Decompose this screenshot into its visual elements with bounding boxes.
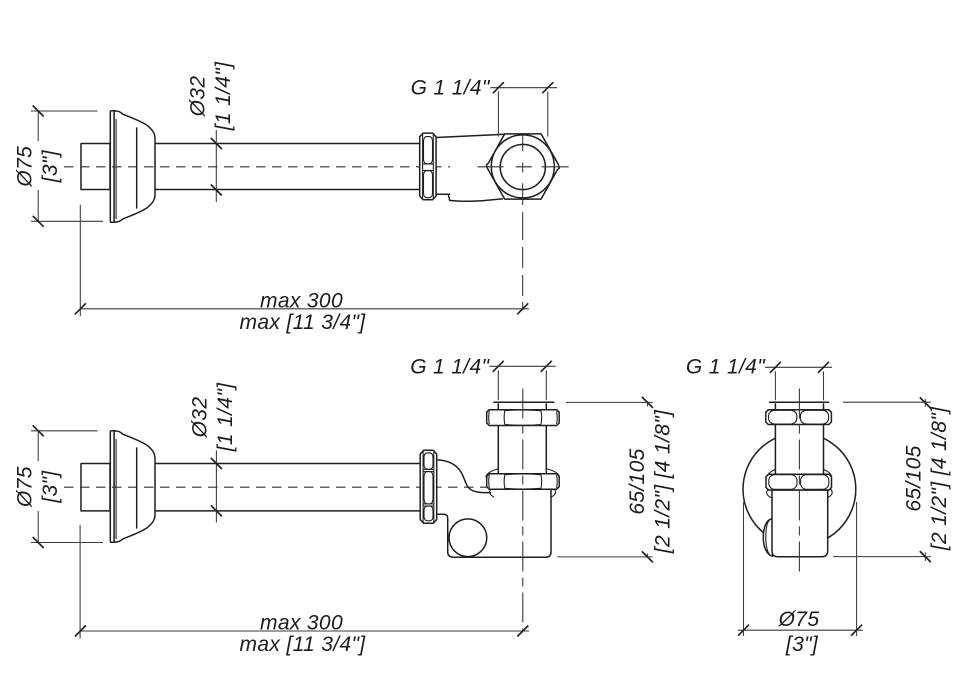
svg-text:G 1 1/4": G 1 1/4" [686,355,766,378]
svg-text:G 1 1/4": G 1 1/4" [410,355,490,378]
svg-text:65/105: 65/105 [626,448,649,514]
svg-text:[1 1/4"]: [1 1/4"] [212,61,235,131]
svg-text:[3"]: [3"] [785,633,819,656]
svg-text:max [11 3/4"]: max [11 3/4"] [239,311,366,334]
svg-text:max 300: max 300 [260,612,343,635]
svg-text:Ø75: Ø75 [13,466,36,508]
svg-text:Ø75: Ø75 [778,608,820,631]
svg-text:[3"]: [3"] [39,470,62,504]
svg-text:Ø75: Ø75 [13,146,36,188]
svg-text:[2 1/2"] [4 1/8"]: [2 1/2"] [4 1/8"] [652,409,675,554]
svg-text:max 300: max 300 [260,289,343,312]
svg-text:G 1 1/4": G 1 1/4" [411,77,491,100]
svg-text:max [11 3/4"]: max [11 3/4"] [239,633,366,656]
svg-text:Ø32: Ø32 [188,397,211,439]
svg-text:Ø32: Ø32 [186,76,209,118]
svg-text:[1 1/4"]: [1 1/4"] [214,382,237,452]
svg-text:[2 1/2"] [4 1/8"]: [2 1/2"] [4 1/8"] [928,406,951,551]
svg-text:[3"]: [3"] [39,149,62,183]
svg-text:65/105: 65/105 [902,445,925,511]
